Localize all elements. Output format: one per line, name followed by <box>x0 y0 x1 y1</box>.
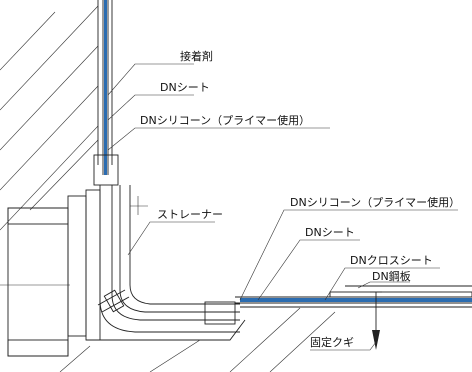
roof-slab-lines <box>59 307 336 372</box>
roof-sheets <box>235 285 472 308</box>
label-dn-sheet-right: DNシート <box>305 226 355 239</box>
nail-icon <box>370 291 382 350</box>
label-dn-silicone-right: DNシリコーン（プライマー使用） <box>290 196 460 209</box>
label-strainer: ストレーナー <box>157 208 223 221</box>
strainer-body <box>86 185 246 341</box>
leader-lines <box>107 63 458 351</box>
bolt-icon <box>97 289 130 313</box>
parapet-wall-lines <box>0 0 113 231</box>
label-fixing-nail: 固定クギ <box>310 335 354 349</box>
label-dn-cross-sheet: DNクロスシート <box>350 254 433 267</box>
label-adhesive: 接着剤 <box>180 49 213 63</box>
label-dn-steel-plate: DN鋼板 <box>372 269 411 283</box>
drain-collar <box>93 154 119 186</box>
vertical-sheet <box>102 0 109 175</box>
drain-pipe <box>0 189 101 357</box>
label-dn-sheet-top: DNシート <box>160 81 210 94</box>
label-dn-silicone-top: DNシリコーン（プライマー使用） <box>140 114 310 127</box>
